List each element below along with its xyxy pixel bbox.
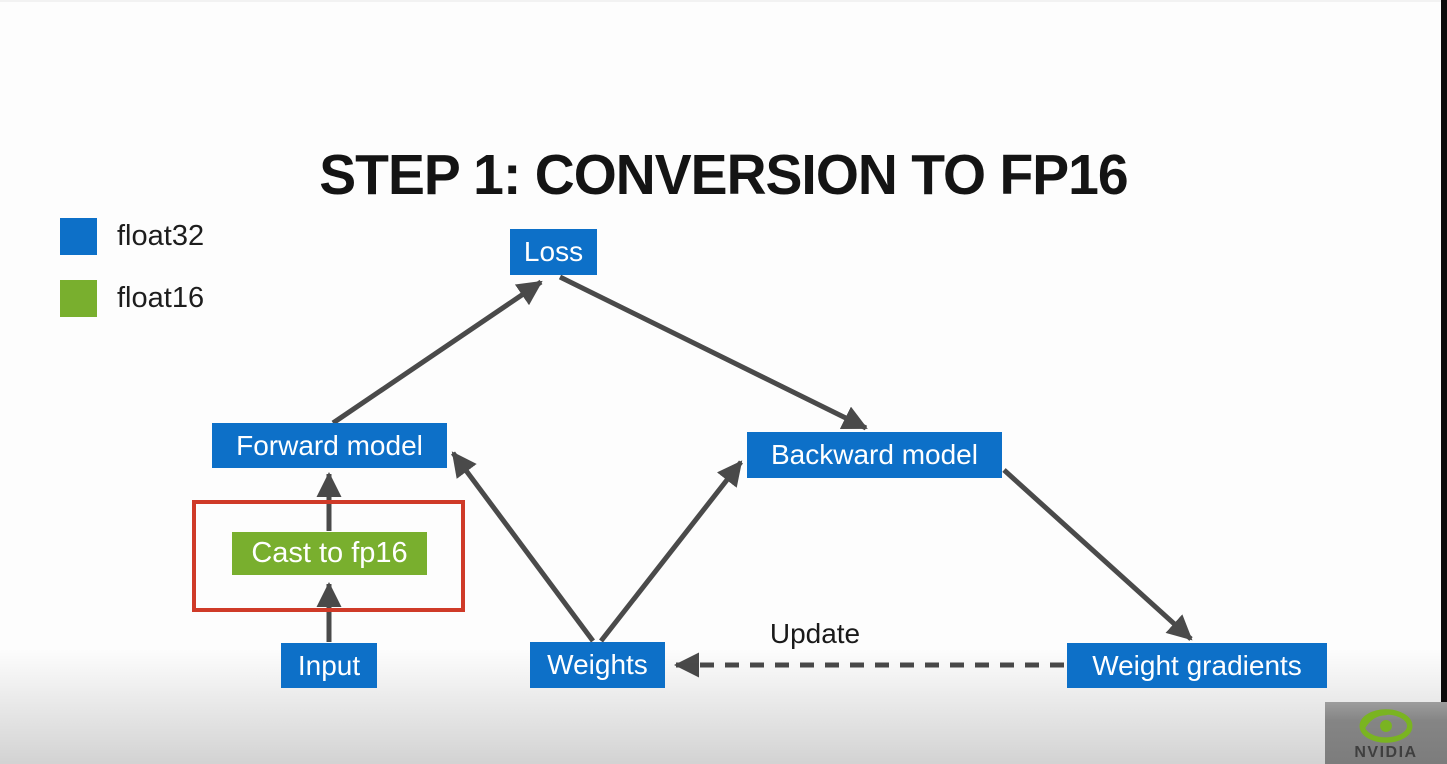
node-loss: Loss	[510, 229, 597, 275]
update-edge-label: Update	[769, 618, 861, 649]
legend-item-float16: float16	[60, 280, 204, 317]
legend-swatch-float32	[60, 218, 97, 255]
edge-weights-to-forward	[450, 451, 596, 643]
node-cast-to-fp16: Cast to fp16	[232, 532, 427, 575]
node-weights: Weights	[530, 642, 665, 688]
nvidia-eye-icon	[1359, 708, 1413, 743]
edge-weights-to-backward	[599, 460, 743, 643]
slide-title: STEP 1: CONVERSION TO FP16	[319, 143, 1128, 208]
node-forward-model: Forward model	[212, 423, 447, 468]
legend-swatch-float16	[60, 280, 97, 317]
node-backward-model: Backward model	[747, 432, 1002, 478]
legend: float32 float16	[60, 218, 204, 342]
legend-item-float32: float32	[60, 218, 204, 255]
legend-label-float16: float16	[117, 282, 205, 314]
legend-label-float32: float32	[117, 220, 205, 252]
nvidia-wordmark: NVIDIA	[1354, 743, 1418, 761]
right-edge-strip	[1441, 0, 1447, 764]
node-weight-gradients: Weight gradients	[1067, 643, 1327, 688]
top-edge-line	[0, 0, 1447, 2]
node-input: Input	[281, 643, 377, 688]
edge-forward-to-loss	[331, 279, 543, 426]
edge-backward-to-weight-gradients	[1002, 468, 1193, 641]
edge-loss-to-backward	[558, 274, 868, 431]
nvidia-logo-badge: NVIDIA	[1325, 702, 1447, 764]
